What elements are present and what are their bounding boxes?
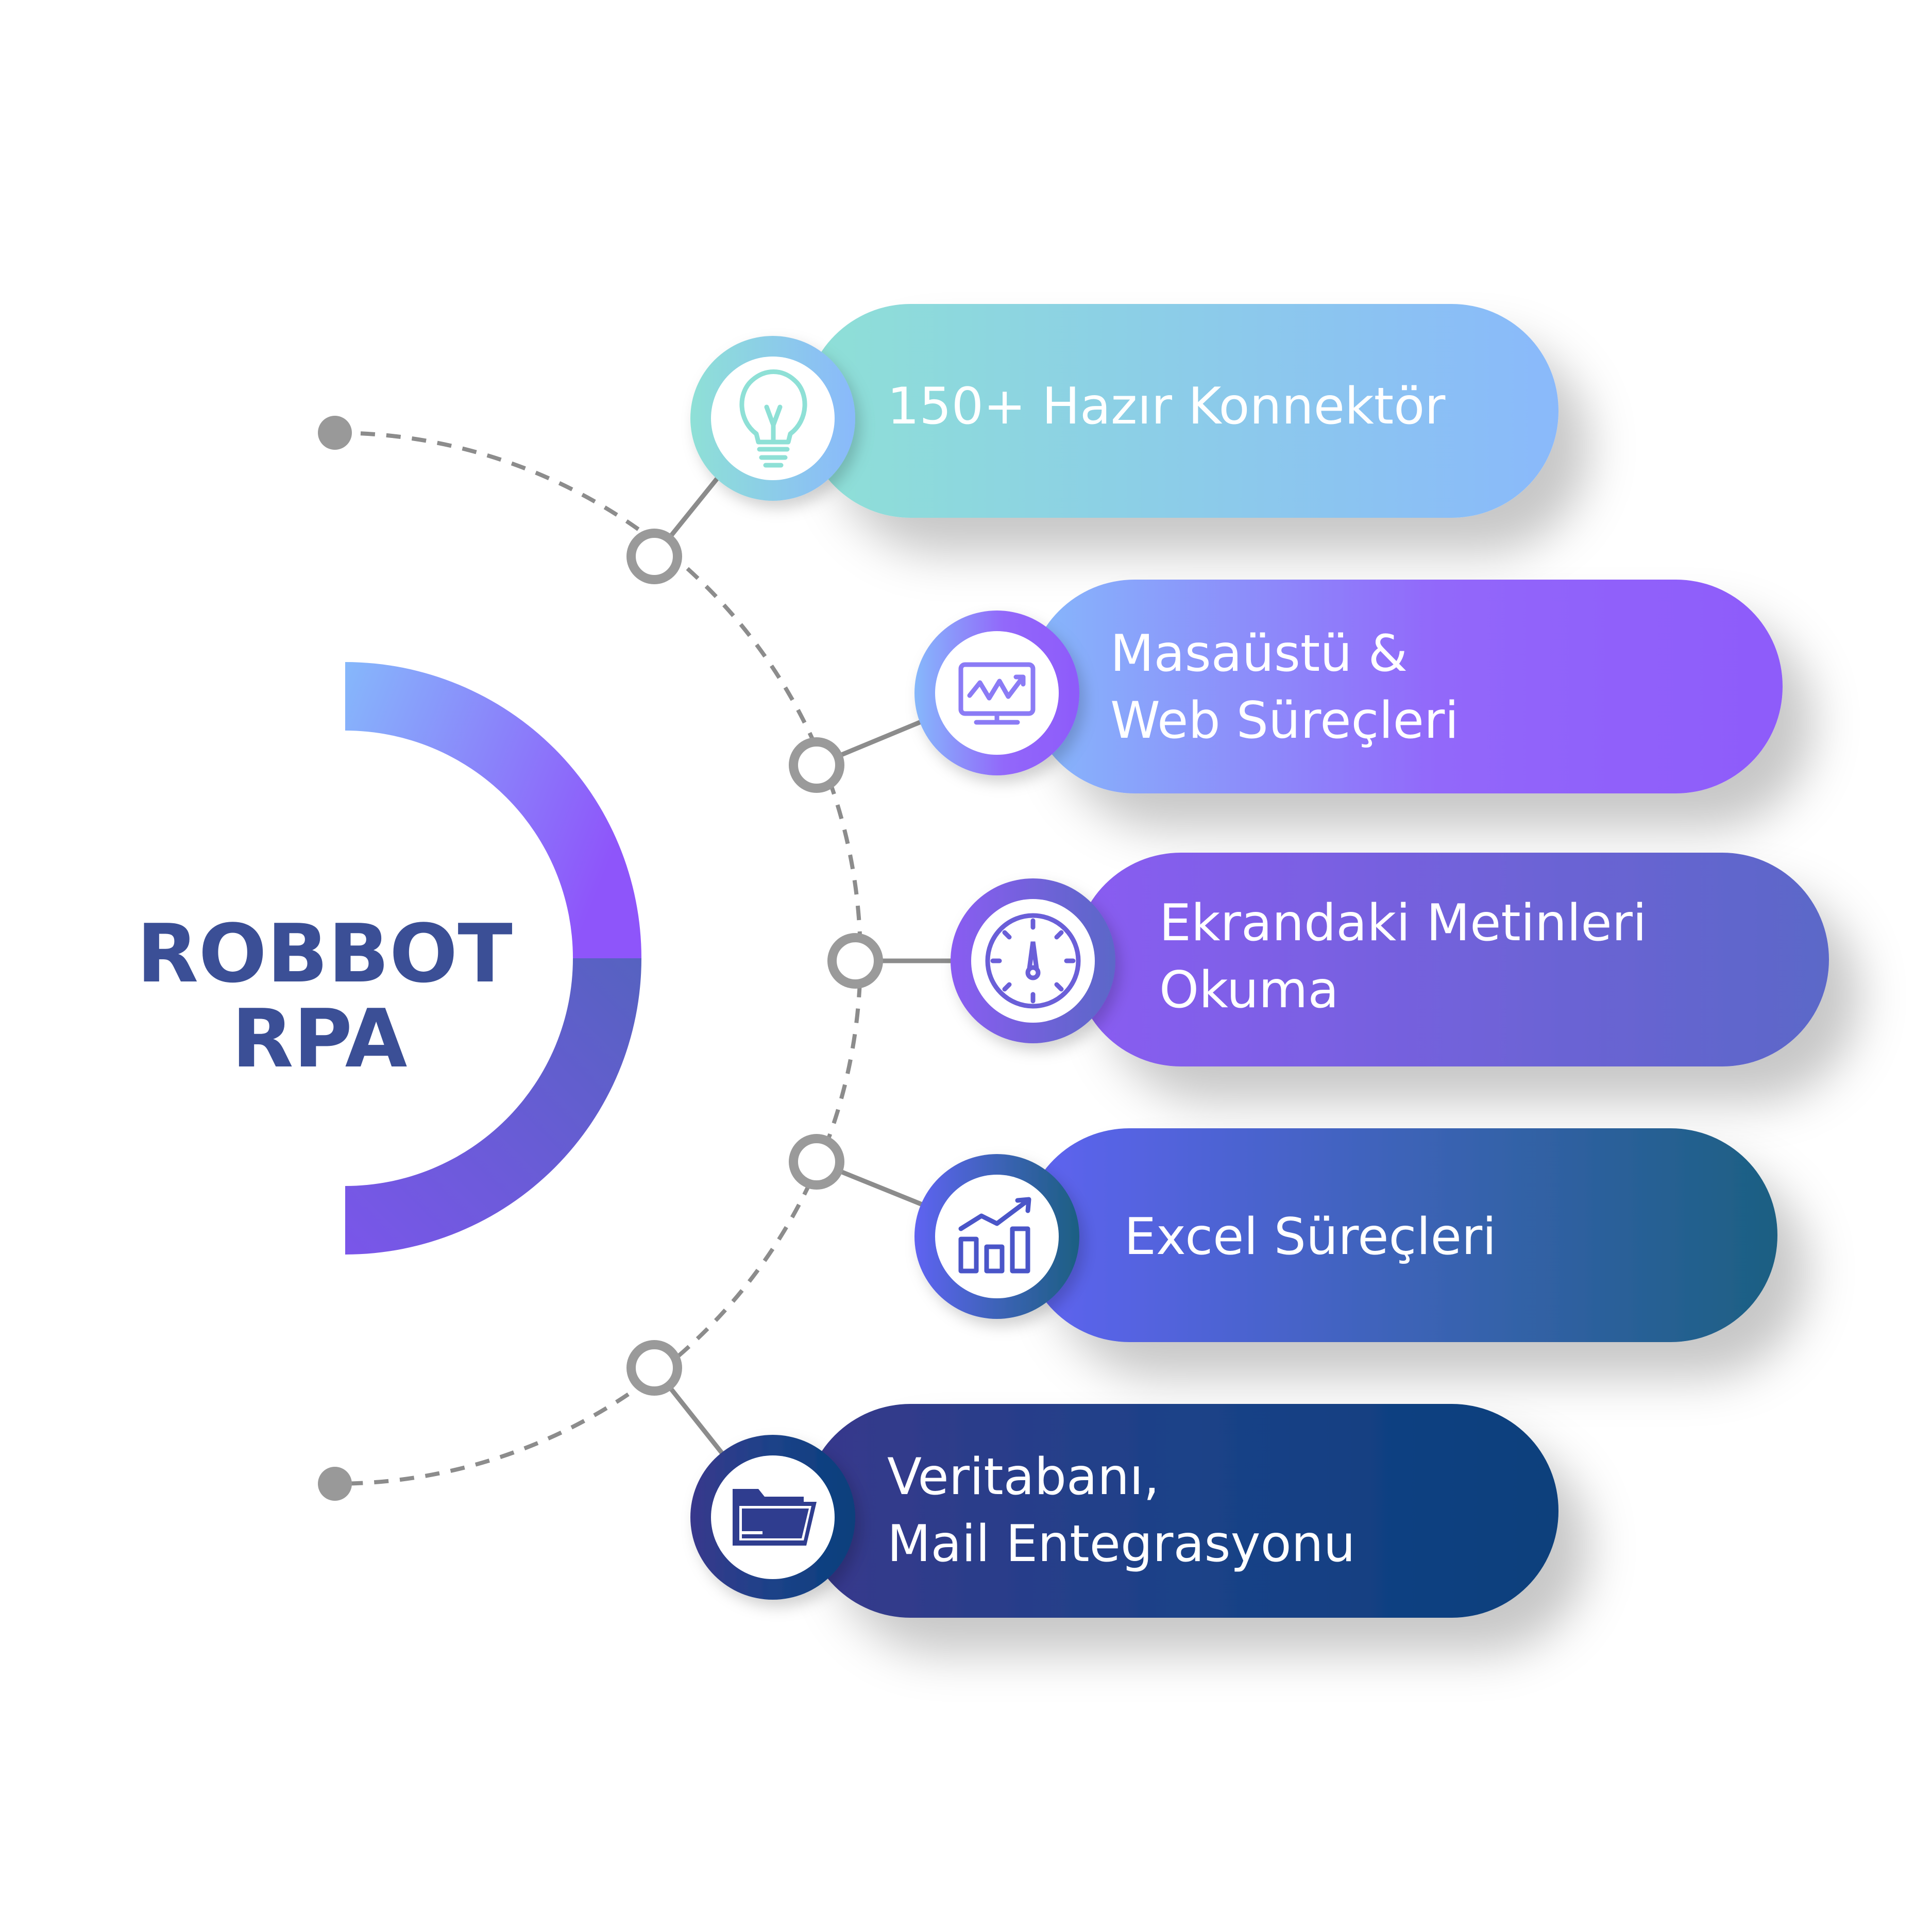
- item-pill: [1074, 853, 1829, 1066]
- item-line-1: Ekrandaki Metinleri: [1159, 894, 1647, 953]
- item-line-1: Veritabanı,: [887, 1448, 1159, 1506]
- arc-node-5: [626, 1340, 682, 1396]
- arc-end-dot-top: [318, 416, 352, 450]
- item-line-2: Okuma: [1159, 961, 1339, 1020]
- item-pill: [804, 1404, 1558, 1618]
- item-database-mail: Veritabanı, Mail Entegrasyonu: [690, 1404, 1558, 1618]
- item-icon-disc: [935, 631, 1059, 755]
- item-connectors: 150+ Hazır Konnektör: [690, 304, 1558, 518]
- arc-end-dot-bottom: [318, 1467, 352, 1501]
- item-screen-text-reading: Ekrandaki Metinleri Okuma: [951, 853, 1829, 1066]
- lightbulb-icon: [739, 369, 807, 468]
- item-line-2: Mail Entegrasyonu: [887, 1515, 1355, 1573]
- item-line-2: Web Süreçleri: [1110, 691, 1459, 750]
- monitor-chart-icon: [958, 662, 1036, 725]
- item-pill: [804, 304, 1558, 518]
- arc-node-1: [626, 529, 682, 584]
- item-line-1: Excel Süreçleri: [1124, 1208, 1496, 1266]
- gauge-icon: [985, 913, 1081, 1009]
- item-desktop-web: Masaüstü & Web Süreçleri: [914, 580, 1783, 793]
- title-line-2: RPA: [232, 992, 408, 1086]
- ring-bottom-segment: [345, 958, 641, 1255]
- item-excel: Excel Süreçleri: [914, 1128, 1777, 1342]
- item-pill: [1028, 580, 1783, 793]
- ring-top-segment: [345, 662, 641, 958]
- arc-node-4: [789, 1134, 844, 1190]
- growth-chart-icon: [958, 1197, 1031, 1274]
- item-icon-disc: [935, 1175, 1059, 1298]
- title-line-1: ROBBOT: [137, 907, 513, 1001]
- arc-node-3: [827, 933, 883, 989]
- item-line-1: 150+ Hazır Konnektör: [887, 377, 1446, 436]
- item-pill: [1023, 1128, 1777, 1342]
- item-line-1: Masaüstü &: [1110, 624, 1408, 683]
- arc-node-2: [789, 737, 844, 793]
- folder-icon: [733, 1489, 817, 1546]
